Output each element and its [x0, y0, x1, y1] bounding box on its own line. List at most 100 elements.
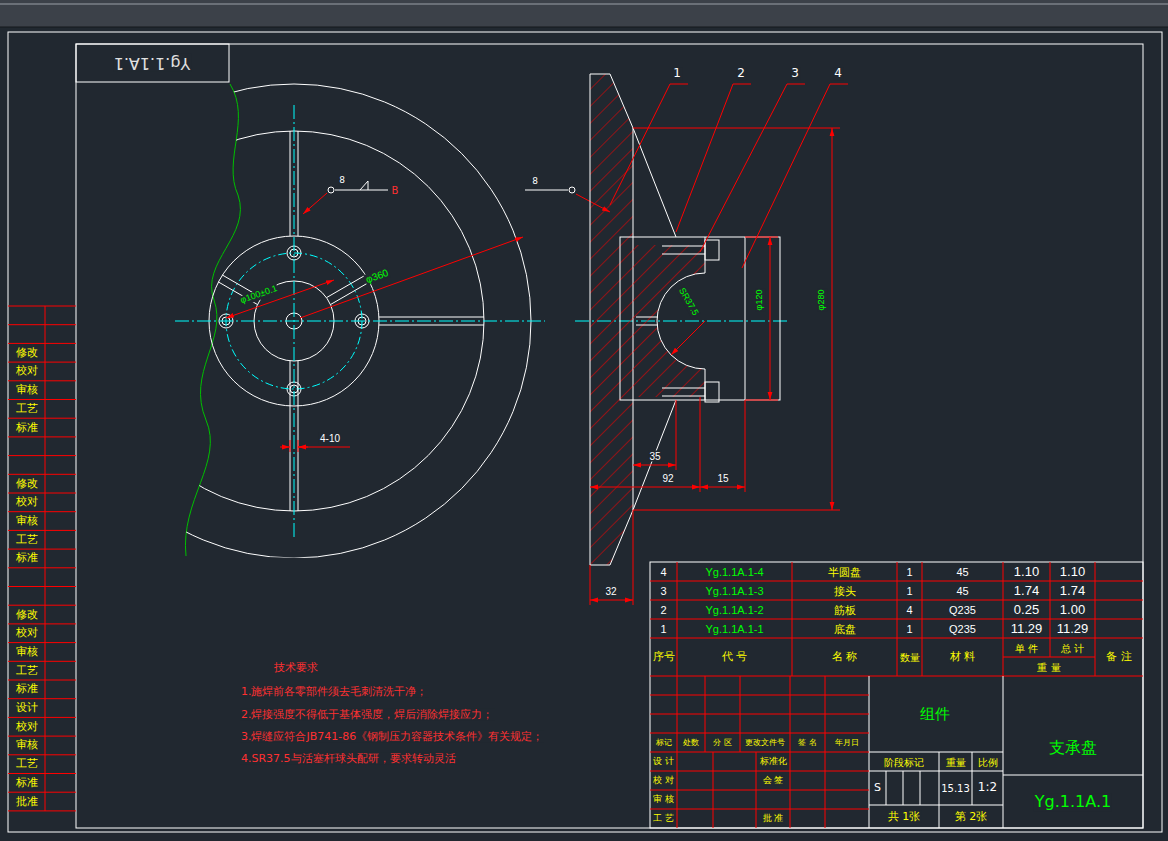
title-cell: 更改文件号	[744, 738, 786, 747]
table-cell: 1.10	[1059, 564, 1086, 578]
line-shape	[745, 400, 778, 401]
revision-cell: 审核	[15, 646, 39, 658]
line-shape	[8, 530, 76, 531]
line-shape	[0, 4, 1168, 5]
line-shape	[633, 128, 676, 237]
line-shape	[825, 676, 826, 752]
dimension-text: 35	[648, 451, 661, 462]
circle-shape	[57, 84, 531, 558]
revision-cell: 校对	[15, 496, 39, 508]
line-shape	[8, 680, 76, 681]
line-shape	[8, 511, 76, 512]
revision-cell: 工艺	[15, 534, 39, 546]
line-shape	[662, 254, 705, 255]
drawing-title: 支承盘	[1048, 739, 1098, 757]
line-shape	[756, 752, 757, 828]
note-text: 4.SR37.5与活塞杆球头配研，要求转动灵活	[240, 753, 457, 765]
line-shape	[662, 246, 705, 247]
table-cell: 1	[905, 565, 913, 577]
dimension-text: φ120	[755, 289, 765, 312]
title-cell: 标准化	[759, 757, 788, 767]
line-shape	[633, 510, 840, 511]
title-text: 组件	[919, 706, 951, 723]
line-shape	[590, 487, 700, 488]
circle-shape	[328, 187, 334, 193]
line-shape	[1003, 657, 1095, 658]
rect-shape	[76, 44, 229, 82]
table-header: 重 量	[1036, 661, 1061, 672]
line-shape	[677, 676, 678, 752]
rect-shape	[8, 32, 1162, 832]
line-shape	[886, 771, 887, 805]
line-shape	[869, 805, 1003, 806]
title-cell: 比例	[977, 756, 999, 767]
title-cell: 阶段标记	[883, 756, 925, 767]
line-shape	[1050, 562, 1051, 657]
table-header: 名 称	[831, 651, 859, 663]
callout-number: 1	[672, 67, 682, 80]
line-shape	[745, 237, 778, 238]
path-shape	[185, 84, 240, 556]
table-cell: 1	[659, 622, 667, 634]
line-shape	[650, 695, 869, 696]
title-cell: 处数	[682, 738, 700, 747]
weld-mark: B	[391, 185, 400, 196]
g-shape	[226, 193, 610, 452]
line-shape	[790, 676, 791, 752]
line-shape	[676, 84, 733, 232]
line-shape	[650, 790, 869, 791]
table-cell: 11.29	[1010, 621, 1044, 635]
table-cell: 1	[905, 622, 913, 634]
line-shape	[633, 400, 676, 510]
line-shape	[650, 752, 869, 753]
line-shape	[770, 237, 771, 400]
line-shape	[8, 642, 76, 643]
table-cell: Q235	[948, 622, 977, 634]
title-cell: 15.13	[940, 783, 971, 794]
title-cell: 审 核	[652, 795, 675, 805]
title-cell: 重量	[945, 756, 967, 767]
table-cell: 筋板	[833, 603, 857, 615]
dimension-text: 92	[661, 473, 674, 484]
line-shape	[8, 324, 76, 325]
title-cell: S	[873, 782, 882, 794]
line-shape	[290, 440, 291, 452]
title-cell: 工 艺	[652, 814, 675, 824]
line-shape	[670, 84, 688, 85]
table-cell: 45	[955, 584, 969, 596]
line-shape	[700, 84, 787, 252]
table-cell: 3	[659, 584, 667, 596]
table-cell: Yg.1.1A.1-2	[704, 603, 764, 615]
line-shape	[677, 562, 678, 676]
table-cell: Yg.1.1A.1-1	[704, 622, 764, 634]
line-shape	[298, 440, 299, 452]
line-shape	[832, 128, 833, 510]
line-shape	[787, 84, 805, 85]
table-header: 材 料	[949, 651, 977, 663]
table-header: 数量	[899, 652, 921, 663]
drawing-number: Yg.1.1A.1	[1034, 793, 1112, 811]
revision-cell: 审核	[15, 515, 39, 527]
note-text: 1.施焊前各零部件须去毛刺清洗干净；	[240, 686, 429, 698]
weld-size: 8	[531, 177, 539, 187]
g-shape	[175, 105, 790, 540]
line-shape	[713, 752, 714, 828]
line-shape	[8, 455, 76, 456]
line-shape	[335, 190, 388, 191]
line-shape	[869, 752, 1003, 753]
line-shape	[150, 317, 209, 318]
line-shape	[869, 771, 1003, 772]
table-header: 总 计	[1060, 642, 1085, 653]
line-shape	[303, 193, 327, 214]
title-cell: 校 对	[652, 776, 675, 786]
line-shape	[8, 418, 76, 419]
table-cell: 11.29	[1056, 621, 1090, 635]
title-cell: 设 计	[652, 757, 675, 767]
rect-shape	[76, 44, 1143, 828]
line-shape	[705, 676, 706, 752]
line-shape	[327, 275, 366, 298]
line-shape	[8, 362, 76, 363]
table-cell: Yg.1.1A.1-3	[704, 584, 764, 596]
line-shape	[825, 752, 826, 828]
line-shape	[650, 771, 869, 772]
